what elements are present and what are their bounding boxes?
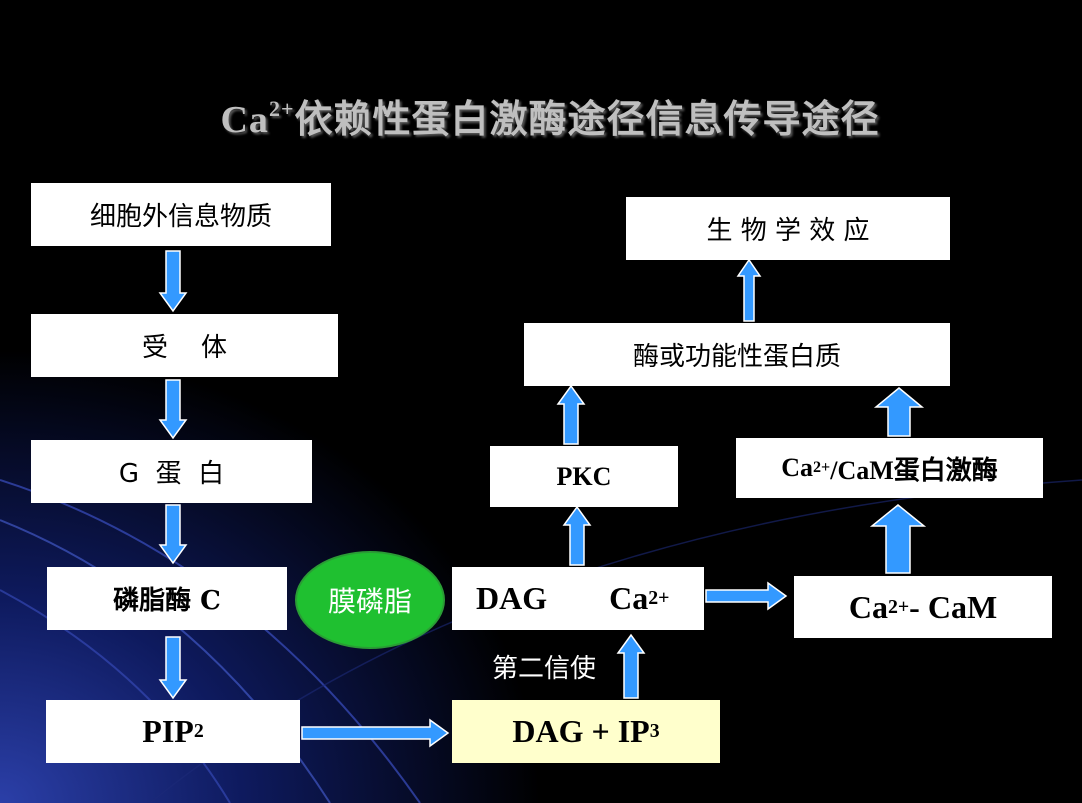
second-messenger-label: 第二信使 [492, 654, 597, 684]
biological-effect-box: 生 物 学 效 应 [626, 197, 950, 260]
arrow-up-dag-pkc [562, 505, 592, 566]
phospholipase-c-box: 磷脂酶 C [47, 567, 287, 630]
arrow-right-ca-cam [705, 581, 788, 611]
receptor-box: 受 体 [31, 314, 338, 377]
arrow-down-3 [158, 504, 188, 565]
arrow-up-kinase-enzyme [873, 387, 925, 437]
g-protein-box: G 蛋 白 [31, 440, 312, 503]
arrow-down-1 [158, 250, 188, 313]
page-title: Ca2+依赖性蛋白激酶途径信息传导途径 [220, 96, 880, 141]
pkc-box: PKC [490, 446, 678, 507]
membrane-phospholipid-oval: 膜磷脂 [295, 551, 445, 649]
arrow-up-enzyme-effect [736, 258, 762, 322]
arrow-down-4 [158, 636, 188, 700]
enzyme-protein-box: 酶或功能性蛋白质 [524, 323, 950, 386]
extracellular-signal-box: 细胞外信息物质 [31, 183, 331, 246]
arrow-right-pip2 [301, 718, 450, 748]
arrow-up-pkc-enzyme [556, 384, 586, 445]
arrow-up-second-messenger [616, 633, 646, 699]
arrow-down-2 [158, 379, 188, 440]
arrow-up-cam-kinase [869, 504, 927, 574]
